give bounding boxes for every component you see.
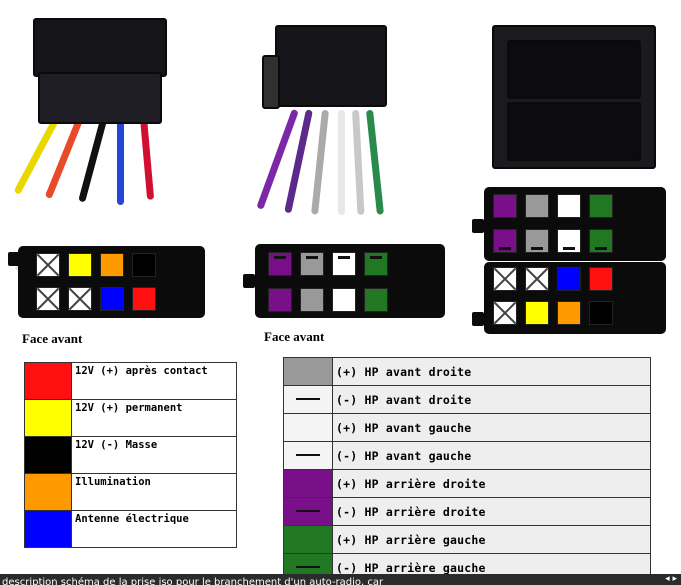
color-swatch	[24, 399, 72, 437]
legend-label: 12V (-) Masse	[71, 436, 237, 474]
color-swatch	[283, 357, 333, 386]
pin-white	[557, 194, 581, 218]
legend-row: Illumination	[24, 473, 237, 511]
legend-label: (+) HP avant droite	[332, 357, 651, 386]
pin-green	[589, 194, 613, 218]
pin-white-striped	[557, 229, 581, 253]
color-swatch	[24, 436, 72, 474]
stripe-marker	[296, 454, 320, 456]
power-connector-top-row	[36, 253, 156, 277]
pin-gray	[525, 194, 549, 218]
pin-purple-striped	[493, 229, 517, 253]
color-swatch	[24, 473, 72, 511]
face-label-left: Face avant	[22, 331, 83, 346]
pin-green-striped	[589, 229, 613, 253]
legend-label: (-) HP arrière droite	[332, 497, 651, 526]
pin-white-striped	[332, 252, 356, 276]
unused-pin-icon	[68, 287, 92, 311]
stripe-marker	[296, 510, 320, 512]
iso-lower-top-row	[493, 267, 613, 291]
legend-row: (-) HP arrière droite	[283, 497, 651, 526]
iso-upper-bottom-row	[493, 229, 613, 253]
legend-row: (+) HP avant droite	[283, 357, 651, 386]
pin-purple	[493, 194, 517, 218]
legend-label: Illumination	[71, 473, 237, 511]
legend-label: (+) HP avant gauche	[332, 413, 651, 442]
legend-label: (+) HP arrière droite	[332, 469, 651, 498]
unused-pin-icon	[493, 267, 517, 291]
speaker-connector-top-row	[268, 252, 388, 276]
legend-row: Antenne électrique	[24, 510, 237, 548]
legend-label: (+) HP arrière gauche	[332, 525, 651, 554]
pin-black	[589, 301, 613, 325]
color-swatch	[283, 525, 333, 554]
pin-gray-striped	[300, 252, 324, 276]
pin-yellow	[68, 253, 92, 277]
unused-pin-icon	[36, 287, 60, 311]
pin-green	[364, 288, 388, 312]
power-connector-bottom-row	[36, 287, 156, 311]
pin-red	[589, 267, 613, 291]
pin-orange	[557, 301, 581, 325]
legend-row: (+) HP avant gauche	[283, 413, 651, 442]
pin-gray-striped	[525, 229, 549, 253]
color-swatch	[24, 362, 72, 400]
pin-white	[332, 288, 356, 312]
legend-row: (-) HP avant gauche	[283, 441, 651, 470]
color-swatch	[283, 385, 333, 414]
legend-label: 12V (+) après contact	[71, 362, 237, 400]
stripe-marker	[296, 398, 320, 400]
color-swatch	[283, 469, 333, 498]
unused-pin-icon	[525, 267, 549, 291]
pin-purple	[268, 288, 292, 312]
caption-text: description schéma de la prise iso pour …	[2, 577, 384, 585]
pin-green-striped	[364, 252, 388, 276]
speaker-legend-table: (+) HP avant droite(-) HP avant droite(+…	[283, 357, 651, 582]
color-swatch	[283, 441, 333, 470]
stripe-marker	[296, 566, 320, 568]
legend-row: (+) HP arrière gauche	[283, 525, 651, 554]
caption-bar: description schéma de la prise iso pour …	[0, 574, 681, 585]
legend-label: 12V (+) permanent	[71, 399, 237, 437]
legend-row: (+) HP arrière droite	[283, 469, 651, 498]
legend-row: 12V (+) permanent	[24, 399, 237, 437]
pin-blue	[557, 267, 581, 291]
iso-upper-top-row	[493, 194, 613, 218]
pin-yellow	[525, 301, 549, 325]
pin-orange	[100, 253, 124, 277]
face-label-middle: Face avant	[264, 329, 325, 344]
legend-label: Antenne électrique	[71, 510, 237, 548]
pin-purple-striped	[268, 252, 292, 276]
pin-gray	[300, 288, 324, 312]
legend-row: (-) HP avant droite	[283, 385, 651, 414]
legend-label: (-) HP avant gauche	[332, 441, 651, 470]
color-swatch	[283, 413, 333, 442]
unused-pin-icon	[493, 301, 517, 325]
pin-red	[132, 287, 156, 311]
caption-nav-icons[interactable]: ◂ ▸	[665, 574, 677, 584]
pin-blue	[100, 287, 124, 311]
legend-row: 12V (-) Masse	[24, 436, 237, 474]
color-swatch	[24, 510, 72, 548]
legend-label: (-) HP avant droite	[332, 385, 651, 414]
unused-pin-icon	[36, 253, 60, 277]
iso-lower-bottom-row	[493, 301, 613, 325]
color-swatch	[283, 497, 333, 526]
pin-black	[132, 253, 156, 277]
legend-row: 12V (+) après contact	[24, 362, 237, 400]
speaker-connector-bottom-row	[268, 288, 388, 312]
